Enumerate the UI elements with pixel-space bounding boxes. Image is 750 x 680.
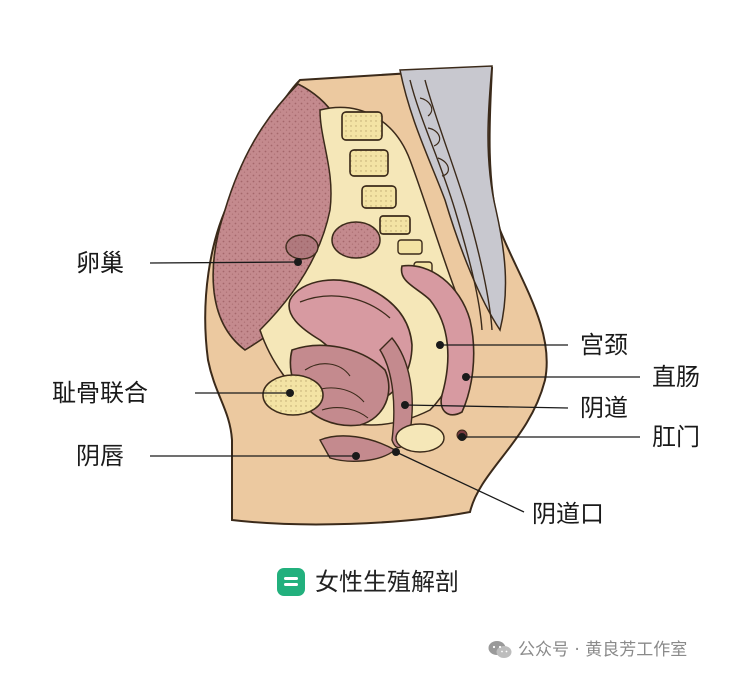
label-labia: 阴唇 (76, 442, 124, 470)
label-cervix: 宫颈 (580, 331, 628, 359)
source-footer: 公众号 · 黄良芳工作室 (488, 640, 687, 660)
figure-caption: 女性生殖解剖 (277, 568, 459, 596)
vagina (379, 336, 413, 449)
caption-text: 女性生殖解剖 (315, 568, 459, 596)
footer-text: 公众号 · 黄良芳工作室 (518, 639, 688, 660)
vertebrae (341, 111, 433, 275)
label-pubic-symphysis: 耻骨联合 (52, 379, 148, 407)
label-ovary: 卵巢 (76, 249, 124, 277)
perineal-body (395, 423, 445, 453)
leader-dots (286, 258, 470, 460)
label-vagina: 阴道 (580, 394, 628, 422)
wechat-icon (488, 641, 512, 658)
rectum (400, 264, 475, 416)
label-rectum: 直肠 (652, 363, 700, 391)
label-anus: 肛门 (652, 423, 700, 451)
note-icon (277, 568, 305, 596)
label-vaginal-opening: 阴道口 (532, 500, 604, 528)
sacrum (399, 65, 507, 332)
leader-lines (149, 261, 640, 513)
